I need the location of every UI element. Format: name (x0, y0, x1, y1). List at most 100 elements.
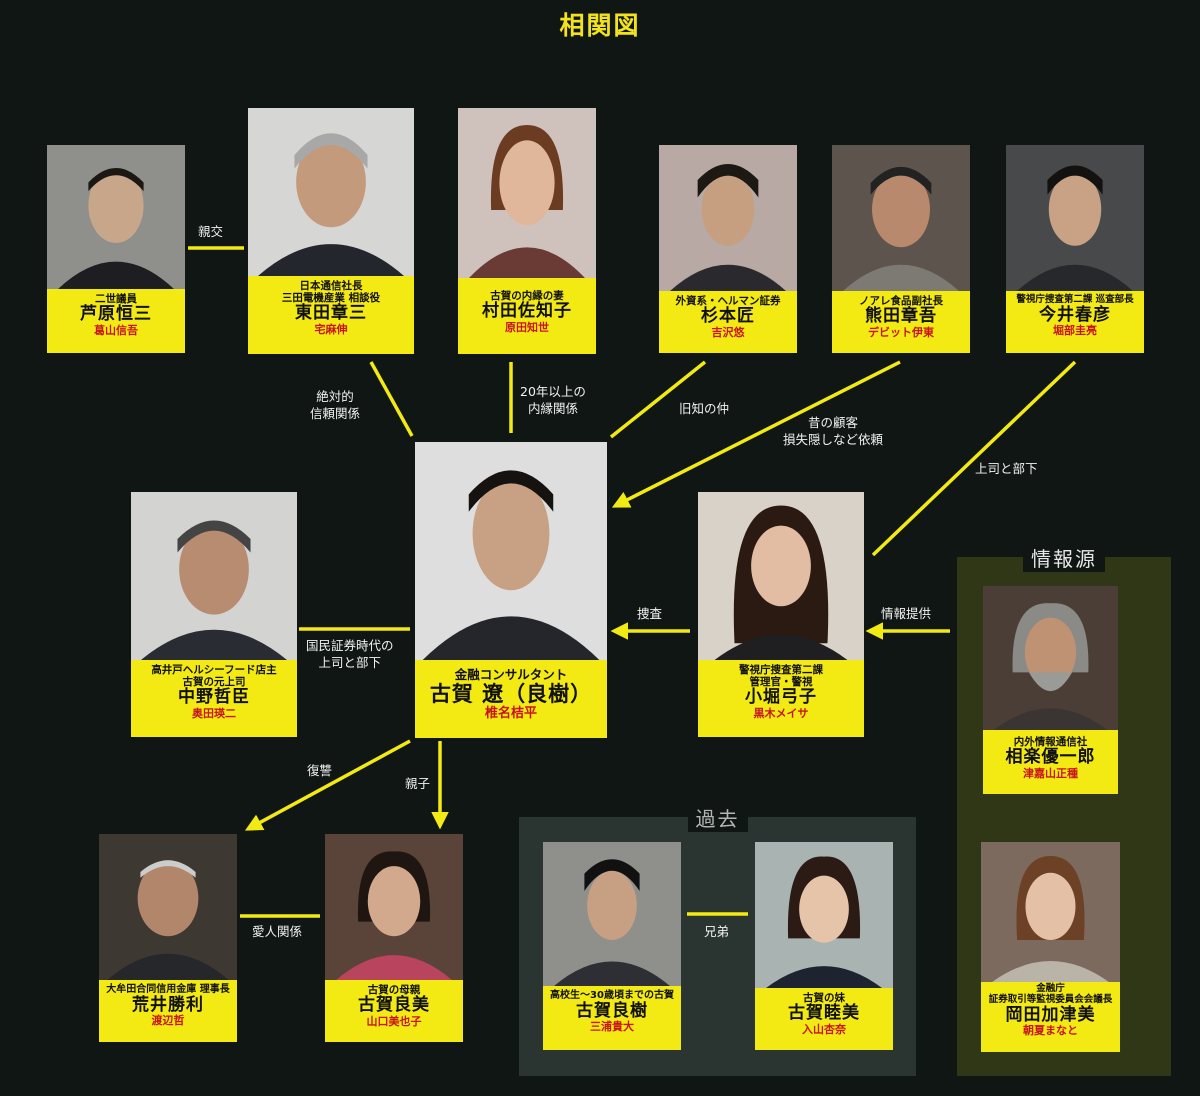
portrait-photo (698, 492, 864, 660)
info-source-title: 情報源 (1023, 543, 1105, 572)
portrait-photo (983, 586, 1118, 730)
character-name: 中野哲臣 (178, 687, 250, 708)
character-card-imai[interactable]: 警視庁捜査第二課 巡査部長 今井春彦 堀部圭亮 (1006, 145, 1144, 353)
character-name: 東田章三 (295, 303, 367, 324)
character-role: 内外情報通信社 (1013, 736, 1088, 748)
character-name: 今井春彦 (1039, 304, 1111, 325)
name-plate: 二世議員 芦原恒三 葛山信吾 (47, 289, 185, 353)
character-name: 古賀 遼（良樹） (429, 682, 593, 707)
actor-name: 津嘉山正種 (1023, 766, 1078, 780)
character-name: 村田佐知子 (482, 301, 572, 322)
character-name: 芦原恒三 (80, 304, 152, 325)
character-role: 大牟田合同信用金庫 理事長 (106, 984, 230, 995)
character-role: 金融庁 証券取引等監視委員会会議長 (988, 983, 1113, 1005)
portrait-photo (755, 842, 893, 988)
character-card-nakano[interactable]: 高井戸ヘルシーフード店主 古賀の元上司 中野哲臣 奥田瑛二 (131, 492, 297, 737)
character-card-sagara[interactable]: 内外情報通信社 相楽優一郎 津嘉山正種 (983, 586, 1118, 794)
rel-label-fukushu: 復讐 (307, 763, 333, 778)
name-plate: 外資系・ヘルマン証券 杉本匠 吉沢悠 (659, 291, 797, 353)
page-title: 相関図 (559, 11, 641, 40)
portrait-photo (981, 842, 1120, 982)
line-joshi-buka (871, 360, 1077, 557)
name-plate: 古賀の母親 古賀良美 山口美也子 (325, 980, 463, 1042)
character-role: 古賀の内縁の妻 (490, 290, 564, 302)
character-card-koga[interactable]: 金融コンサルタント 古賀 遼（良樹） 椎名桔平 (415, 442, 607, 738)
rel-label-sosa: 捜査 (637, 606, 663, 621)
character-role: 古賀の妹 (803, 992, 845, 1004)
name-plate: 日本通信社長 三田電機産業 相談役 東田章三 宅麻伸 (248, 276, 414, 354)
actor-name: 椎名桔平 (484, 705, 537, 721)
actor-name: 吉沢悠 (711, 325, 745, 339)
actor-name: 堀部圭亮 (1053, 324, 1097, 338)
actor-name: 黒木メイサ (753, 706, 809, 720)
character-name: 古賀良樹 (576, 1000, 648, 1021)
actor-name: 三浦貴大 (590, 1020, 634, 1034)
character-card-arai[interactable]: 大牟田合同信用金庫 理事長 荒井勝利 渡辺哲 (99, 834, 237, 1042)
portrait-photo (248, 108, 414, 276)
character-card-okada[interactable]: 金融庁 証券取引等監視委員会会議長 岡田加津美 朝夏まなと (981, 842, 1120, 1052)
name-plate: 大牟田合同信用金庫 理事長 荒井勝利 渡辺哲 (99, 980, 237, 1042)
character-role: ノアレ食品副社長 (859, 295, 943, 307)
portrait-photo (99, 834, 237, 980)
character-card-sugimoto[interactable]: 外資系・ヘルマン証券 杉本匠 吉沢悠 (659, 145, 797, 353)
rel-label-naien: 20年以上の 内縁関係 (520, 384, 586, 416)
actor-name: 原田知世 (505, 320, 549, 334)
character-name: 荒井勝利 (132, 994, 204, 1015)
name-plate: 古賀の妹 古賀睦美 入山杏奈 (755, 988, 893, 1050)
name-plate: ノアレ食品副社長 熊田章吾 デビット伊東 (832, 291, 970, 353)
character-card-kobori[interactable]: 警視庁捜査第二課 管理官・警視 小堀弓子 黒木メイサ (698, 492, 864, 737)
character-name: 小堀弓子 (745, 687, 817, 708)
rel-label-oyako: 親子 (405, 776, 431, 791)
line-kyuchi (609, 360, 707, 439)
actor-name: 入山杏奈 (802, 1022, 846, 1036)
character-role: 警視庁捜査第二課 巡査部長 (1016, 294, 1134, 305)
character-name: 相楽優一郎 (1005, 747, 1096, 768)
name-plate: 警視庁捜査第二課 巡査部長 今井春彦 堀部圭亮 (1006, 291, 1144, 353)
character-card-ashihara[interactable]: 二世議員 芦原恒三 葛山信吾 (47, 145, 185, 353)
character-name: 古賀良美 (358, 995, 430, 1016)
character-role: 金融コンサルタント (454, 667, 568, 682)
character-card-kumada[interactable]: ノアレ食品副社長 熊田章吾 デビット伊東 (832, 145, 970, 353)
character-role: 外資系・ヘルマン証券 (675, 295, 781, 307)
rel-label-joho: 情報提供 (881, 606, 932, 621)
portrait-photo (47, 145, 185, 289)
rel-label-kyodai: 兄弟 (704, 924, 730, 939)
character-card-mutsumi[interactable]: 古賀の妹 古賀睦美 入山杏奈 (755, 842, 893, 1050)
actor-name: 山口美也子 (366, 1014, 422, 1028)
portrait-photo (1006, 145, 1144, 291)
character-name: 熊田章吾 (865, 306, 937, 327)
actor-name: 葛山信吾 (94, 323, 138, 337)
rel-label-zettai: 絶対的 信頼関係 (310, 389, 361, 421)
character-role: 警視庁捜査第二課 管理官・警視 (739, 664, 823, 689)
name-plate: 古賀の内縁の妻 村田佐知子 原田知世 (458, 278, 596, 354)
actor-name: 朝夏まなと (1023, 1024, 1078, 1038)
actor-name: 渡辺哲 (151, 1014, 185, 1028)
character-card-murata[interactable]: 古賀の内縁の妻 村田佐知子 原田知世 (458, 108, 596, 354)
character-role: 日本通信社長 三田電機産業 相談役 (281, 280, 381, 305)
character-card-young-koga[interactable]: 高校生〜30歳頃までの古賀 古賀良樹 三浦貴大 (543, 842, 681, 1050)
portrait-photo (543, 842, 681, 986)
character-role: 二世議員 (95, 293, 137, 305)
actor-name: 宅麻伸 (314, 322, 348, 336)
name-plate: 金融庁 証券取引等監視委員会会議長 岡田加津美 朝夏まなと (981, 982, 1120, 1052)
line-fukushu (244, 739, 411, 831)
character-card-yoshimi[interactable]: 古賀の母親 古賀良美 山口美也子 (325, 834, 463, 1042)
character-role: 古賀の母親 (367, 984, 421, 996)
portrait-photo (832, 145, 970, 291)
rel-label-mukashi: 昔の顧客 損失隠しなど依頼 (783, 415, 884, 447)
character-name: 杉本匠 (701, 306, 755, 327)
portrait-photo (325, 834, 463, 980)
line-mukashi (611, 360, 901, 508)
actor-name: 奥田瑛二 (192, 706, 236, 720)
character-role: 高校生〜30歳頃までの古賀 (550, 990, 674, 1001)
line-zettai (369, 361, 414, 437)
rel-label-kyuchi: 旧知の仲 (679, 401, 730, 416)
past-title: 過去 (687, 803, 748, 832)
name-plate: 金融コンサルタント 古賀 遼（良樹） 椎名桔平 (415, 660, 607, 738)
name-plate: 内外情報通信社 相楽優一郎 津嘉山正種 (983, 730, 1118, 794)
portrait-photo (415, 442, 607, 660)
portrait-photo (458, 108, 596, 278)
rel-label-shinko: 親交 (198, 224, 224, 239)
character-card-higashida[interactable]: 日本通信社長 三田電機産業 相談役 東田章三 宅麻伸 (248, 108, 414, 354)
